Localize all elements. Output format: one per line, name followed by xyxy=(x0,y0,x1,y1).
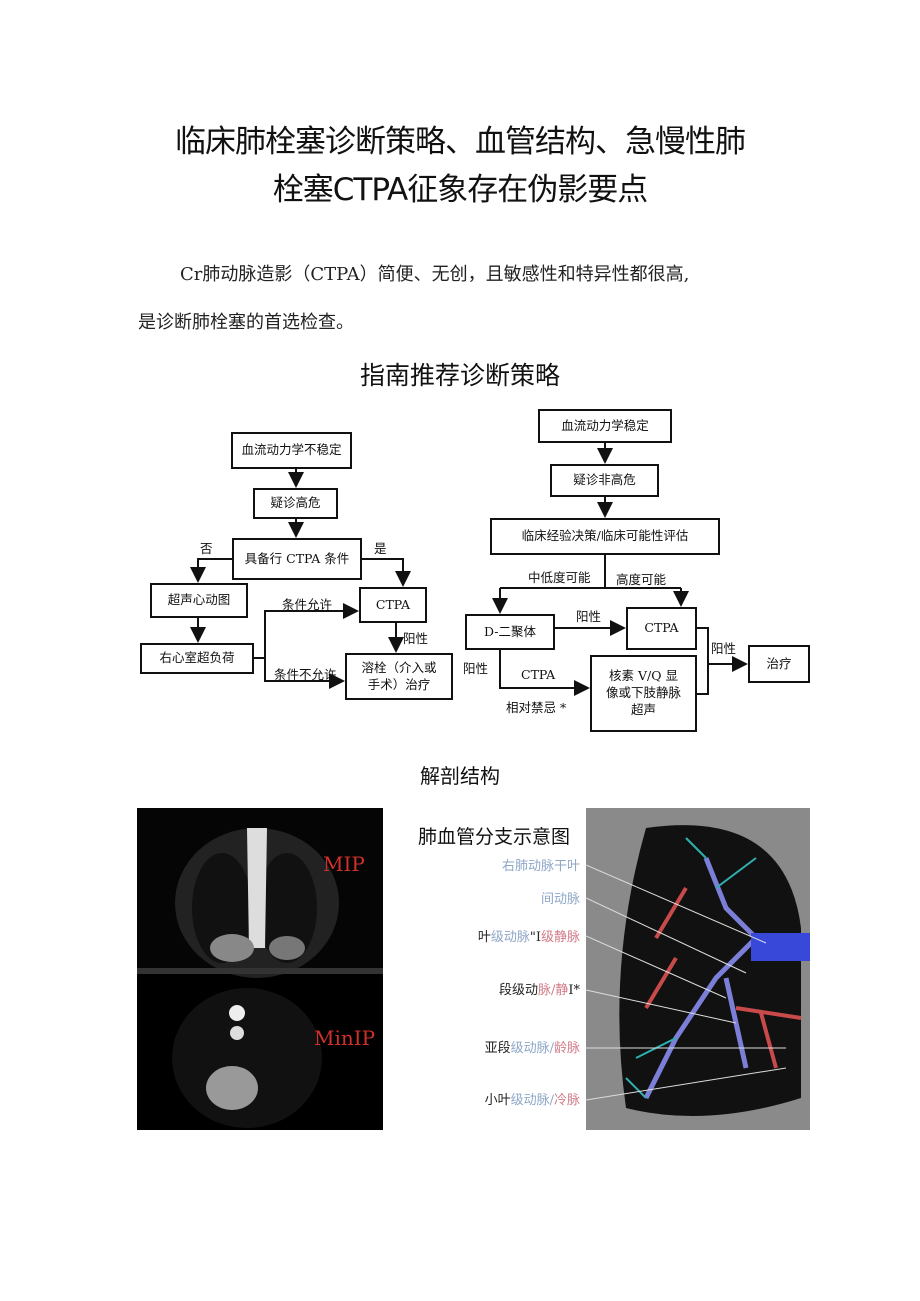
flow-box-stable: 血流动力学稳定 xyxy=(538,409,672,443)
flow-label-low-mid: 中低度可能 xyxy=(528,570,591,585)
flow-label-no: 否 xyxy=(200,541,213,556)
flow-box-non-high-risk: 疑诊非高危 xyxy=(550,464,659,497)
flow-box-unstable: 血流动力学不稳定 xyxy=(231,432,352,469)
flow-box-rv-overload: 右心室超负荷 xyxy=(140,643,254,674)
flow-box-treatment: 治疗 xyxy=(748,645,810,683)
flowchart-connectors xyxy=(190,443,748,696)
flow-box-ctpa: CTPA xyxy=(359,587,427,623)
ct-label-minip: MinIP xyxy=(314,1026,376,1050)
flow-label-allowed: 条件允许 xyxy=(282,597,333,612)
ct-label-mip: MIP xyxy=(323,852,365,876)
flow-box-clinical: 临床经验决策/临床可能性评估 xyxy=(490,518,720,555)
ct-image-panel: MIP MinIP xyxy=(137,808,383,1130)
vessel-label: 间动脉 xyxy=(540,892,580,907)
page-title-line2: 栓塞CTPA征象存在伪影要点 xyxy=(272,172,649,208)
page-title-line1: 临床肺栓塞诊断策略、血管结构、急慢性肺 xyxy=(175,124,746,160)
flow-label-positive-right: 阳性 xyxy=(711,641,737,656)
flow-box-ddimer: D-二聚体 xyxy=(465,614,555,650)
vessel-label: 小叶级动脉/冷脉 xyxy=(484,1093,580,1108)
vessel-label: 亚段级动脉/龄脉 xyxy=(484,1041,580,1056)
flow-box-ctpa-condition: 具备行 CTPA 条件 xyxy=(232,538,362,580)
flow-label-yes: 是 xyxy=(374,541,387,556)
intro-line1: Cr肺动脉造影（CTPA）简便、无创，且敏感性和特异性都很高, xyxy=(180,264,690,285)
vessel-label: 右肺动脉干叶 xyxy=(501,859,580,874)
lung-vessel-image xyxy=(586,825,810,1116)
flow-label-positive-top: 阳性 xyxy=(576,609,602,624)
flow-box-high-risk: 疑诊高危 xyxy=(253,488,338,519)
flow-label-high: 高度可能 xyxy=(616,572,667,587)
flow-label-not-allowed: 条件不允许 xyxy=(274,667,337,682)
flow-box-thrombolysis: 溶栓（介入或手术）治疗 xyxy=(345,653,453,700)
vessel-label: 叶级动脉"I级静脉 xyxy=(477,930,580,945)
flow-label-relative-contra: 相对禁忌 * xyxy=(506,700,567,715)
section-heading-anatomy: 解剖结构 xyxy=(420,764,500,788)
flow-box-echo: 超声心动图 xyxy=(150,583,248,618)
ct-scan-image xyxy=(137,808,383,1128)
lung-vessel-diagram xyxy=(586,808,810,1130)
vessel-labels: 右肺动脉干叶 间动脉 叶级动脉"I级静脉 段级动脉/静I* 亚段级动脉/龄脉 小… xyxy=(420,855,580,1115)
flow-label-positive: 阳性 xyxy=(403,631,429,646)
flow-label-positive-left: 阳性 xyxy=(463,661,489,676)
section-heading-strategy: 指南推荐诊断策略 xyxy=(359,361,560,390)
intro-line2: 是诊断肺栓塞的首选检查。 xyxy=(138,312,354,333)
flow-box-vq: 核素 V/Q 显像或下肢静脉超声 xyxy=(590,655,697,732)
diagram-title: 肺血管分支示意图 xyxy=(418,826,571,848)
vessel-label: 段级动脉/静I* xyxy=(498,983,580,998)
flow-box-ctpa-right: CTPA xyxy=(626,607,697,650)
flow-label-ctpa: CTPA xyxy=(521,667,556,682)
